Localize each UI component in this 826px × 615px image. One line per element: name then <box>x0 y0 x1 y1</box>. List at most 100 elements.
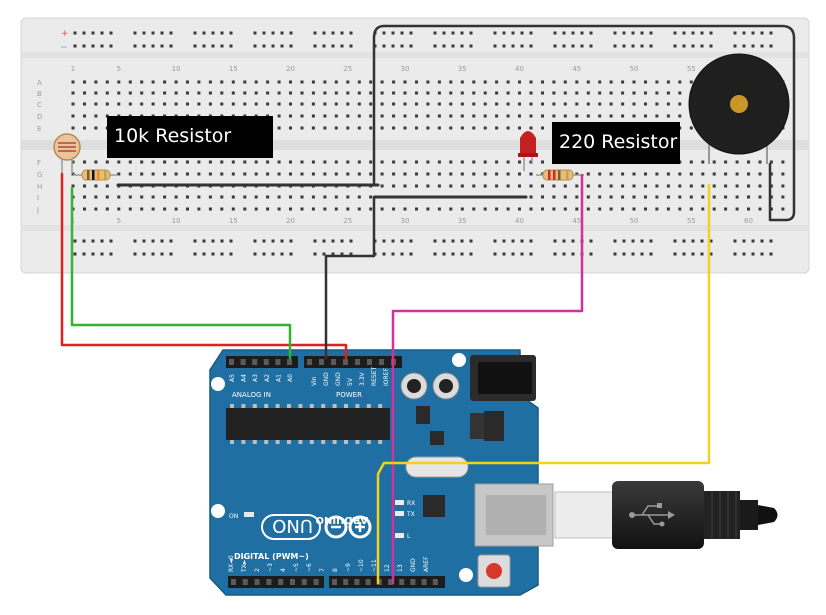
header-socket[interactable] <box>331 359 336 365</box>
header-socket[interactable] <box>301 579 307 585</box>
breadboard-hole <box>724 172 728 176</box>
header-socket[interactable] <box>319 359 324 365</box>
breadboard-hole <box>254 160 258 164</box>
rail-hole <box>742 31 746 35</box>
breadboard-hole <box>369 207 373 211</box>
header-socket[interactable] <box>231 579 236 585</box>
header-socket[interactable] <box>355 359 360 365</box>
header-socket[interactable] <box>399 579 405 585</box>
rail-hole <box>280 44 284 48</box>
header-socket[interactable] <box>367 359 372 365</box>
breadboard-hole <box>392 80 396 84</box>
header-socket[interactable] <box>354 579 360 585</box>
breadboard-hole <box>346 91 350 95</box>
header-socket[interactable] <box>278 579 284 585</box>
breadboard-hole <box>323 91 327 95</box>
header-socket[interactable] <box>343 579 349 585</box>
chip-pin <box>298 440 303 444</box>
breadboard-hole <box>712 207 716 211</box>
reset-button-cap[interactable] <box>486 563 502 579</box>
chip-pin <box>252 440 257 444</box>
header-socket[interactable] <box>365 579 371 585</box>
column-number: 60 <box>744 217 753 225</box>
header-socket[interactable] <box>313 579 319 585</box>
breadboard-hole <box>644 91 647 95</box>
chip-pin <box>309 440 314 444</box>
breadboard-hole <box>712 172 716 176</box>
breadboard-hole <box>357 172 361 176</box>
header-socket[interactable] <box>252 359 258 365</box>
header-socket[interactable] <box>240 359 246 365</box>
breadboard-hole <box>426 91 430 95</box>
breadboard-hole <box>243 80 247 84</box>
breadboard-hole <box>598 80 602 84</box>
breadboard-hole <box>323 207 327 211</box>
rail-hole <box>100 44 104 48</box>
breadboard-hole <box>369 114 373 118</box>
header-socket[interactable] <box>343 359 348 365</box>
header-socket[interactable] <box>275 359 281 365</box>
rail-hole <box>709 239 713 243</box>
chip-pin <box>241 404 246 408</box>
rail-hole <box>640 31 644 35</box>
breadboard-hole <box>357 207 361 211</box>
breadboard-hole <box>472 91 476 95</box>
breadboard-hole <box>758 160 762 164</box>
rail-hole <box>742 252 746 256</box>
rail-hole <box>751 252 755 256</box>
header-socket[interactable] <box>332 579 337 585</box>
header-socket[interactable] <box>376 579 382 585</box>
breadboard-hole <box>71 126 75 130</box>
header-socket[interactable] <box>290 579 295 585</box>
rail-hole <box>400 31 404 35</box>
header-socket[interactable] <box>432 579 438 585</box>
breadboard-hole <box>369 80 373 84</box>
rail-hole <box>451 252 455 256</box>
header-socket[interactable] <box>229 359 234 365</box>
rail-hole <box>262 44 266 48</box>
breadboard-hole <box>311 80 315 84</box>
breadboard-center-channel <box>21 140 809 150</box>
rail-hole <box>442 31 446 35</box>
rail-hole <box>691 44 695 48</box>
rail-hole <box>280 252 284 256</box>
breadboard-hole <box>437 172 441 176</box>
header-socket[interactable] <box>266 579 272 585</box>
breadboard-hole <box>300 126 304 130</box>
header-socket[interactable] <box>421 579 427 585</box>
header-socket[interactable] <box>242 579 248 585</box>
breadboard-hole <box>758 184 762 188</box>
breadboard-hole <box>392 126 396 130</box>
breadboard-hole <box>174 207 178 211</box>
breadboard-hole <box>311 195 315 199</box>
header-socket[interactable] <box>388 579 393 585</box>
chip-pin <box>287 404 291 408</box>
breadboard-hole <box>644 80 647 84</box>
breadboard-hole <box>621 114 625 118</box>
rail-hole <box>751 44 755 48</box>
breadboard-hole <box>392 207 396 211</box>
rail-hole <box>289 44 293 48</box>
breadboard-hole <box>609 172 613 176</box>
header-socket[interactable] <box>379 359 384 365</box>
header-socket[interactable] <box>263 359 269 365</box>
status-led-label: L <box>407 533 411 540</box>
breadboard-hole <box>128 195 132 199</box>
rail-hole <box>700 252 704 256</box>
column-number: 20 <box>286 65 295 73</box>
header-socket[interactable] <box>307 359 312 365</box>
rail-hole <box>73 31 77 35</box>
breadboard-hole <box>277 102 281 106</box>
breadboard-hole <box>609 207 613 211</box>
rail-hole <box>589 239 593 243</box>
rail-hole <box>151 252 155 256</box>
column-number: 1 <box>71 65 75 73</box>
header-socket[interactable] <box>254 579 260 585</box>
breadboard-hole <box>552 195 556 199</box>
header-socket[interactable] <box>287 359 292 365</box>
rail-hole <box>520 252 524 256</box>
rail-hole <box>289 31 293 35</box>
header-socket[interactable] <box>410 579 416 585</box>
breadboard-hole <box>300 195 304 199</box>
